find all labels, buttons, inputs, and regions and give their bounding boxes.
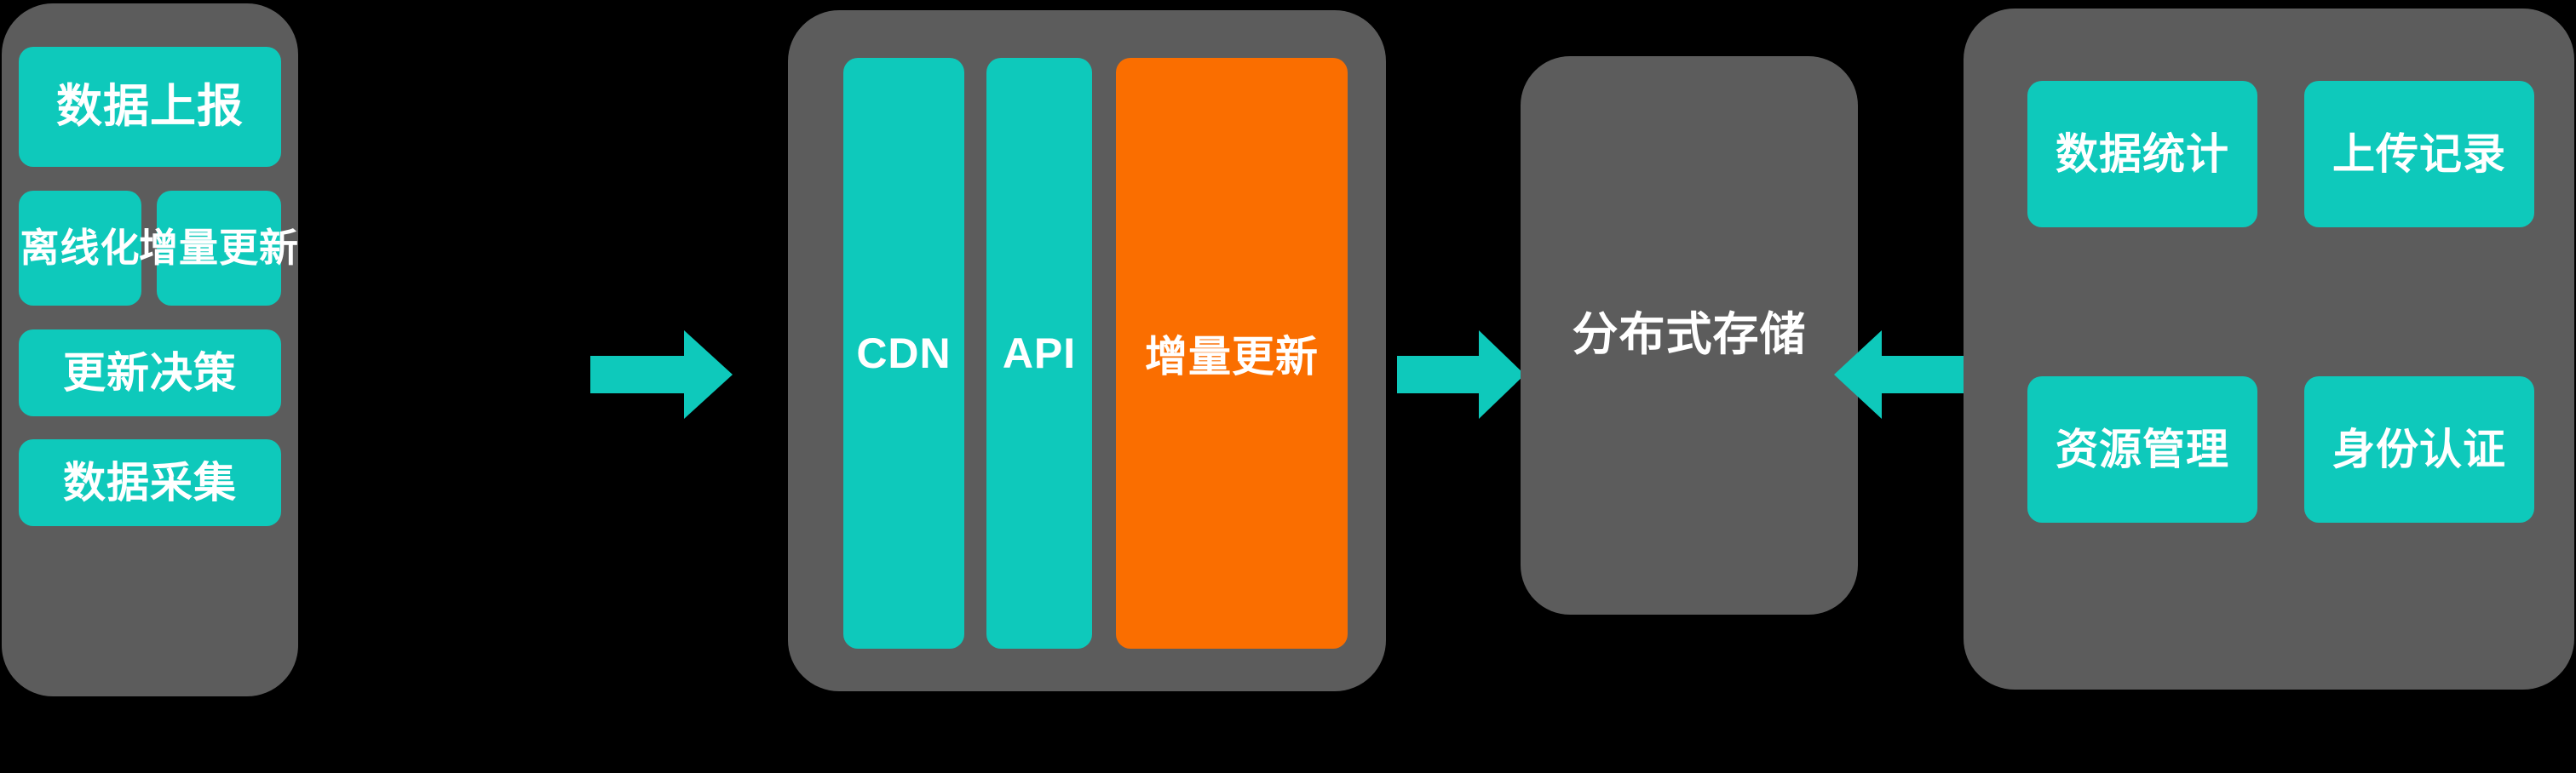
chip-label: 增量更新 (139, 226, 299, 271)
chip-label: 数据统计 (2056, 129, 2229, 178)
chip-cdn[interactable]: CDN (843, 58, 964, 649)
chip-label: 身份认证 (2332, 425, 2506, 473)
chip-update-decision[interactable]: 更新决策 (19, 329, 281, 416)
chip-data-report[interactable]: 数据上报 (19, 47, 281, 167)
chip-label: API (1002, 329, 1077, 377)
chip-label: CDN (856, 329, 952, 377)
chip-label: 增量更新 (1145, 333, 1319, 381)
chip-incremental-update[interactable]: 增量更新 (139, 191, 298, 306)
storage-node[interactable]: 分布式存储 (1521, 56, 1858, 615)
chip-upload-records[interactable]: 上传记录 (2304, 81, 2534, 227)
arrow-client-to-service (590, 325, 733, 424)
chip-label: 数据采集 (63, 458, 237, 507)
chip-label: 数据上报 (56, 80, 244, 132)
chip-api[interactable]: API (986, 58, 1092, 649)
chip-data-collection[interactable]: 数据采集 (19, 439, 281, 526)
chip-label: 离线化 (20, 226, 141, 271)
client-group: 数据上报 离线化 增量更新 更新决策 数据采集 (2, 3, 298, 696)
service-group: CDN API 增量更新 (788, 10, 1386, 691)
chip-data-statistics[interactable]: 数据统计 (2027, 81, 2257, 227)
chip-identity-authentication[interactable]: 身份认证 (2304, 376, 2534, 523)
arrow-management-to-storage (1834, 325, 1964, 424)
chip-label: 资源管理 (2056, 425, 2229, 473)
storage-node-label: 分布式存储 (1572, 309, 1807, 361)
arrow-service-to-storage (1397, 325, 1525, 424)
chip-incremental-update-service[interactable]: 增量更新 (1116, 58, 1348, 649)
chip-resource-management[interactable]: 资源管理 (2027, 376, 2257, 523)
chip-label: 上传记录 (2332, 129, 2506, 178)
chip-offline[interactable]: 离线化 (19, 191, 141, 306)
chip-label: 更新决策 (63, 348, 237, 397)
management-group: 数据统计 上传记录 资源管理 身份认证 (1964, 9, 2574, 690)
